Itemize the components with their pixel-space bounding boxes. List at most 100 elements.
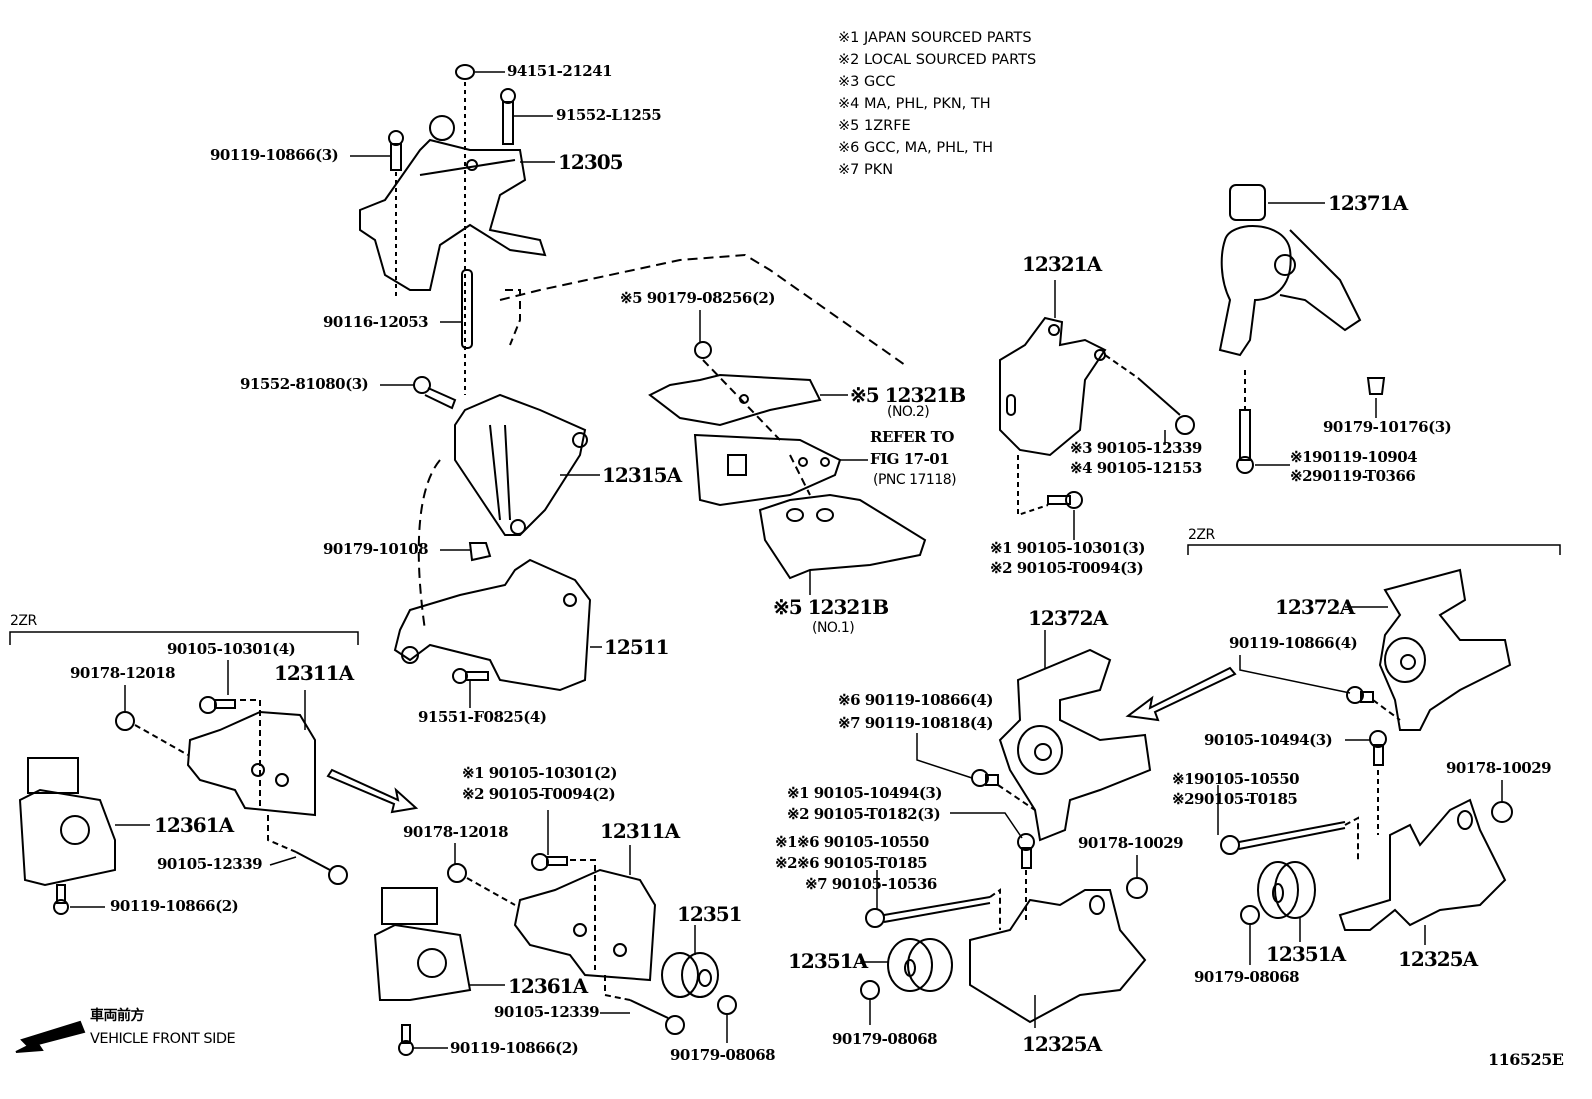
- part-label[interactable]: 90105-10494(3): [1204, 731, 1333, 749]
- bolt-91551-F0825-drawing: [453, 669, 488, 683]
- part-label[interactable]: ※2 90105-T0094(2): [462, 785, 616, 803]
- part-label[interactable]: 12311A: [600, 819, 680, 843]
- bolt-90119-10904-drawing: [1237, 410, 1253, 473]
- assembly-line: [1345, 818, 1358, 860]
- part-label[interactable]: ※2 90105-T0094(3): [990, 559, 1144, 577]
- part-label[interactable]: 12511: [604, 635, 670, 659]
- part-label[interactable]: 12351A: [788, 949, 868, 973]
- part-label[interactable]: 12321A: [1022, 252, 1102, 276]
- part-label[interactable]: 90119-10866(3): [210, 146, 339, 164]
- legend-item: ※4 MA, PHL, PKN, TH: [838, 96, 991, 112]
- reference-line: [505, 290, 520, 345]
- bolt-90119-10866-left-drawing: [54, 885, 68, 914]
- part-label[interactable]: 12361A: [154, 813, 234, 837]
- part-label[interactable]: ※190119-10904: [1290, 448, 1418, 466]
- part-label[interactable]: 12351A: [1266, 942, 1346, 966]
- part-label[interactable]: ※5 12321B: [773, 595, 889, 619]
- bracket-12321A-drawing: [1000, 318, 1105, 455]
- bolt-90105-10494-center-drawing: [1018, 834, 1034, 868]
- part-label[interactable]: 12372A: [1275, 595, 1355, 619]
- part-label[interactable]: 90119-10866(2): [110, 897, 239, 915]
- mount-12361A-left-drawing: [20, 758, 115, 885]
- part-label[interactable]: ※7 90105-10536: [805, 875, 937, 893]
- bolt-90105-10301-3-drawing: [1048, 492, 1082, 508]
- part-label[interactable]: 12311A: [274, 661, 354, 685]
- bolt-90105-10550-right-drawing: [1221, 822, 1345, 854]
- nut-90179-10108-drawing: [470, 543, 490, 560]
- part-label-sub: (NO.2): [887, 404, 930, 420]
- bolt-91552-81080-drawing: [414, 377, 455, 408]
- part-label[interactable]: 12372A: [1028, 606, 1108, 630]
- part-label[interactable]: 12315A: [602, 463, 682, 487]
- legend-item: ※6 GCC, MA, PHL, TH: [838, 140, 994, 156]
- part-label[interactable]: 90179-10176(3): [1323, 418, 1452, 436]
- part-label[interactable]: 12325A: [1398, 947, 1478, 971]
- part-label[interactable]: ※290105-T0185: [1172, 790, 1298, 808]
- legend-item: ※5 1ZRFE: [838, 118, 911, 134]
- engine-mount-12305-drawing: [360, 116, 545, 290]
- part-label[interactable]: 12305: [558, 150, 624, 174]
- nut-90179-10176-drawing: [1368, 378, 1384, 394]
- nut-90179-08256-drawing: [695, 342, 711, 358]
- part-label-sub: (NO.1): [812, 620, 855, 636]
- part-label[interactable]: 90105-10301(4): [167, 640, 296, 658]
- part-label[interactable]: ※1※6 90105-10550: [775, 833, 929, 851]
- group-bracket-right: [1188, 545, 1560, 555]
- part-label[interactable]: 90119-10866(2): [450, 1039, 579, 1057]
- mount-12351-drawing: [662, 953, 718, 997]
- part-label[interactable]: 90178-12018: [70, 664, 176, 682]
- figure-id: 116525E: [1488, 1050, 1564, 1069]
- nut-90178-10029-right-drawing: [1492, 802, 1512, 822]
- bracket-17118-drawing: [695, 435, 840, 505]
- part-label[interactable]: ※1 90105-10301(3): [990, 539, 1145, 557]
- part-label[interactable]: ※6 90119-10866(4): [838, 691, 993, 709]
- part-label[interactable]: 90178-10029: [1446, 759, 1552, 777]
- part-label[interactable]: ※3 90105-12339: [1070, 439, 1202, 457]
- bolt-90119-10866-middle-drawing: [399, 1025, 413, 1055]
- vehicle-front-label: VEHICLE FRONT SIDE: [90, 1031, 236, 1047]
- part-label[interactable]: 12351: [677, 902, 743, 926]
- bolt-90105-10494-right-drawing: [1370, 731, 1386, 765]
- part-label[interactable]: ※5 90179-08256(2): [620, 289, 775, 307]
- part-label[interactable]: ※4 90105-12153: [1070, 459, 1202, 477]
- nut-90178-12018-left-drawing: [116, 712, 134, 730]
- part-label[interactable]: 94151-21241: [507, 62, 613, 80]
- part-label[interactable]: ※290119-T0366: [1290, 467, 1416, 485]
- part-label[interactable]: 12371A: [1328, 191, 1408, 215]
- part-label[interactable]: 90179-08068: [1194, 968, 1300, 986]
- part-label[interactable]: 91551-F0825(4): [418, 708, 547, 726]
- group-label-2zr-right: 2ZR: [1188, 527, 1215, 543]
- part-label[interactable]: ※5 12321B: [850, 383, 966, 407]
- part-label[interactable]: 90179-10108: [323, 540, 429, 558]
- part-label[interactable]: ※7 90119-10818(4): [838, 714, 993, 732]
- part-label[interactable]: 90178-12018: [403, 823, 509, 841]
- part-label[interactable]: 12361A: [508, 974, 588, 998]
- legend-item: ※2 LOCAL SOURCED PARTS: [838, 52, 1037, 68]
- bolt-90119-10866-3-drawing: [389, 131, 403, 170]
- part-label[interactable]: ※2 90105-T0182(3): [787, 805, 941, 823]
- part-label[interactable]: 12325A: [1022, 1032, 1102, 1056]
- bolt-90105-10301-left-drawing: [200, 697, 235, 713]
- part-label[interactable]: ※1 90105-10494(3): [787, 784, 942, 802]
- part-label[interactable]: 91552-81080(3): [240, 375, 369, 393]
- part-label[interactable]: 90116-12053: [323, 313, 429, 331]
- reference-note[interactable]: FIG 17-01: [870, 450, 950, 468]
- part-label[interactable]: 90119-10866(4): [1229, 634, 1358, 652]
- part-label[interactable]: ※2※6 90105-T0185: [775, 854, 928, 872]
- vehicle-front-arrow-icon: [16, 1022, 84, 1052]
- vehicle-front-japanese: 車両前方: [90, 1008, 145, 1024]
- part-label[interactable]: 91552-L1255: [556, 106, 662, 124]
- part-label[interactable]: 90105-12339: [494, 1003, 600, 1021]
- nut-94151-21241-drawing: [456, 65, 474, 79]
- nut-90179-08068-right-drawing: [1241, 906, 1259, 924]
- bracket-12511-drawing: [395, 560, 590, 690]
- part-label[interactable]: 90105-12339: [157, 855, 263, 873]
- part-label[interactable]: ※1 90105-10301(2): [462, 764, 617, 782]
- part-label[interactable]: 90178-10029: [1078, 834, 1184, 852]
- part-label[interactable]: 90179-08068: [670, 1046, 776, 1064]
- nut-90178-10029-center-drawing: [1127, 878, 1147, 898]
- part-label[interactable]: 90179-08068: [832, 1030, 938, 1048]
- part-label[interactable]: ※190105-10550: [1172, 770, 1300, 788]
